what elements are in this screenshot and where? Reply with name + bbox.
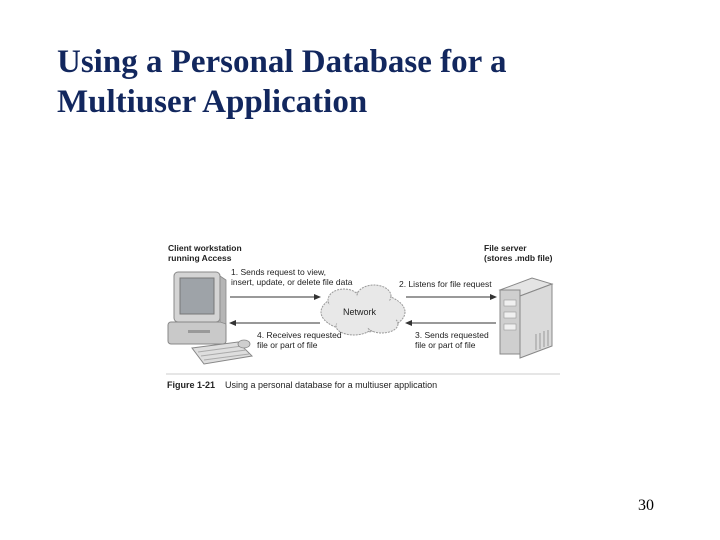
step-1-label: 1. Sends request to view, insert, update… bbox=[231, 267, 352, 287]
slide-title: Using a Personal Database for a Multiuse… bbox=[57, 42, 657, 122]
caption-text: Using a personal database for a multiuse… bbox=[225, 380, 438, 390]
step-1-line-1: 1. Sends request to view, bbox=[231, 267, 326, 277]
client-computer-icon bbox=[167, 271, 254, 365]
client-label: Client workstation running Access bbox=[168, 243, 242, 263]
step-4-label: 4. Receives requested file or part of fi… bbox=[257, 330, 342, 350]
step-3-label: 3. Sends requested file or part of file bbox=[415, 330, 489, 350]
server-label-line-2: (stores .mdb file) bbox=[484, 253, 553, 263]
step-3-line-2: file or part of file bbox=[415, 340, 476, 350]
diagram-graphics bbox=[166, 271, 560, 375]
network-label: Network bbox=[343, 307, 377, 317]
client-label-line-2: running Access bbox=[168, 253, 232, 263]
step-4-line-2: file or part of file bbox=[257, 340, 318, 350]
caption-number: Figure 1-21 bbox=[167, 380, 216, 390]
slide-title-line-2: Multiuser Application bbox=[57, 84, 368, 120]
step-4-line-1: 4. Receives requested bbox=[257, 330, 342, 340]
slide-title-line-1: Using a Personal Database for a bbox=[57, 44, 507, 80]
step-3-line-1: 3. Sends requested bbox=[415, 330, 489, 340]
client-label-line-1: Client workstation bbox=[168, 243, 242, 253]
network-cloud-icon bbox=[320, 284, 406, 336]
figure-caption: Figure 1-21 Using a personal database for… bbox=[167, 380, 437, 390]
network-diagram: Client workstation running Access File s… bbox=[160, 236, 560, 396]
file-server-icon bbox=[498, 277, 554, 359]
server-label-line-1: File server bbox=[484, 243, 527, 253]
step-1-line-2: insert, update, or delete file data bbox=[231, 277, 353, 287]
server-label: File server (stores .mdb file) bbox=[484, 243, 552, 263]
page-number: 30 bbox=[638, 497, 654, 514]
step-2-label: 2. Listens for file request bbox=[399, 279, 492, 289]
